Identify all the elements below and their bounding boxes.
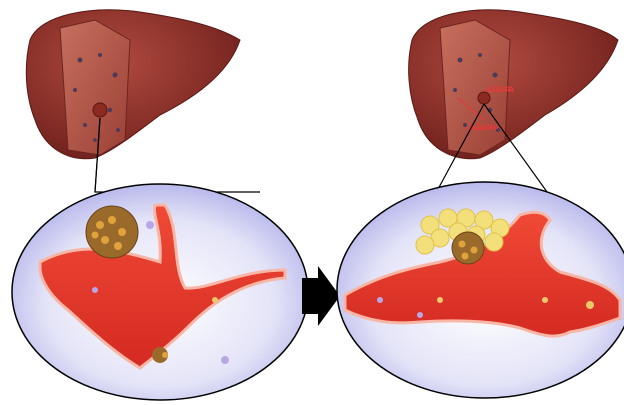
measurement-label-1: ≥1cm — [488, 84, 514, 95]
left-zoom-circle — [12, 184, 308, 400]
right-nodule — [452, 232, 484, 264]
left-liver-tumor — [93, 103, 107, 117]
left-liver-cut-surface — [60, 20, 130, 155]
left-liver — [26, 10, 240, 159]
right-liver: ≥1cm ≥1cm — [409, 10, 618, 159]
right-zoom-circle — [337, 182, 624, 398]
progression-arrow — [302, 266, 340, 326]
